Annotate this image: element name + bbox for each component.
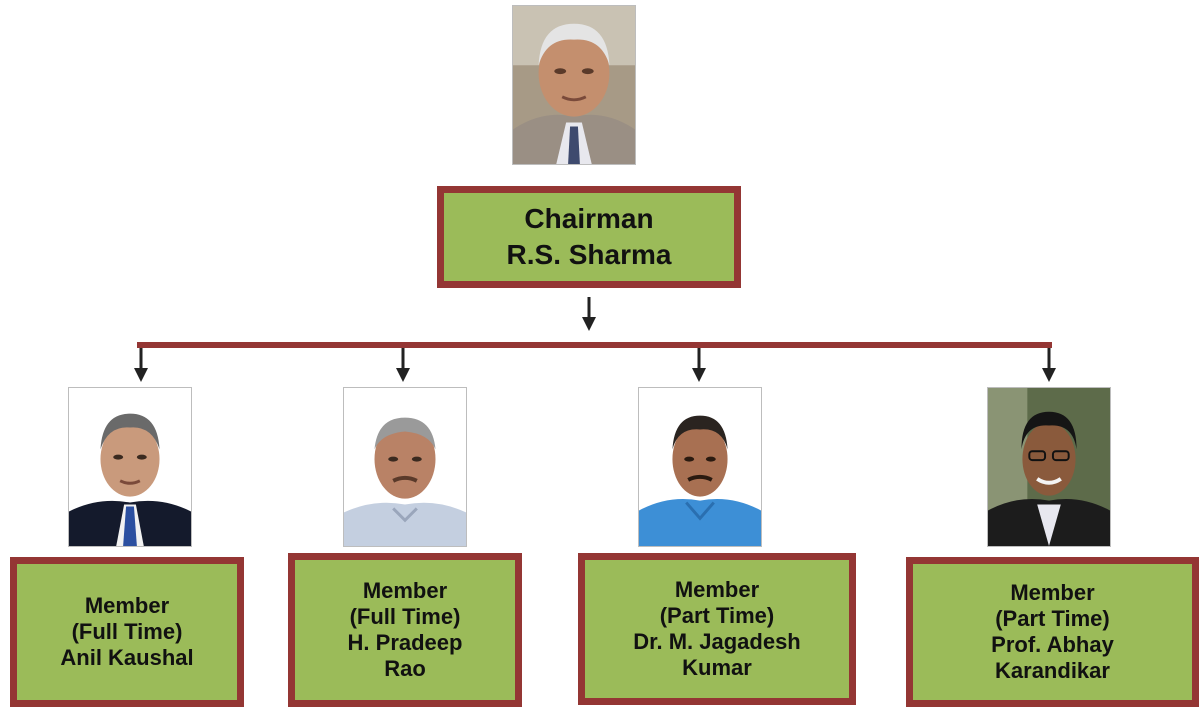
chairman-name: R.S. Sharma	[506, 239, 672, 270]
chairman-role: Chairman	[524, 202, 654, 234]
member-3-down-arrow	[692, 348, 706, 382]
member-1-photo	[68, 387, 192, 547]
member-1-name: Anil Kaushal	[60, 644, 194, 670]
member-2-photo	[343, 387, 467, 547]
member-4-photo	[987, 387, 1111, 547]
member-4-type: (Part Time)	[995, 606, 1110, 632]
member-4-role: Member	[1010, 580, 1095, 606]
member-2-name-line2: Rao	[384, 655, 426, 681]
member-3-type: (Part Time)	[659, 603, 775, 629]
member-4-down-arrow	[1042, 348, 1056, 382]
member-1-type: (Full Time)	[71, 619, 183, 645]
member-2-box: Member (Full Time) H. Pradeep Rao	[288, 553, 522, 707]
member-2-role: Member	[362, 578, 448, 604]
chairman-down-arrow	[582, 297, 596, 331]
member-2-type: (Full Time)	[349, 604, 461, 630]
member-2-down-arrow	[396, 348, 410, 382]
member-3-name-line2: Kumar	[682, 654, 752, 680]
member-3-role: Member	[674, 577, 760, 603]
chairman-box: Chairman R.S. Sharma	[437, 186, 741, 288]
member-4-box: Member (Part Time) Prof. Abhay Karandika…	[906, 557, 1199, 707]
member-4-name-line2: Karandikar	[995, 657, 1110, 683]
member-1-role: Member	[84, 593, 170, 619]
member-1-box: Member (Full Time) Anil Kaushal	[10, 557, 244, 707]
member-4-name-line1: Prof. Abhay	[991, 632, 1114, 657]
member-3-name-line1: Dr. M. Jagadesh	[633, 629, 801, 654]
member-1-down-arrow	[134, 348, 148, 382]
connector-bus	[137, 342, 1052, 348]
member-3-box: Member (Part Time) Dr. M. Jagadesh Kumar	[578, 553, 856, 705]
member-3-photo	[638, 387, 762, 547]
chairman-photo	[512, 5, 636, 165]
member-2-name-line1: H. Pradeep	[347, 630, 463, 655]
